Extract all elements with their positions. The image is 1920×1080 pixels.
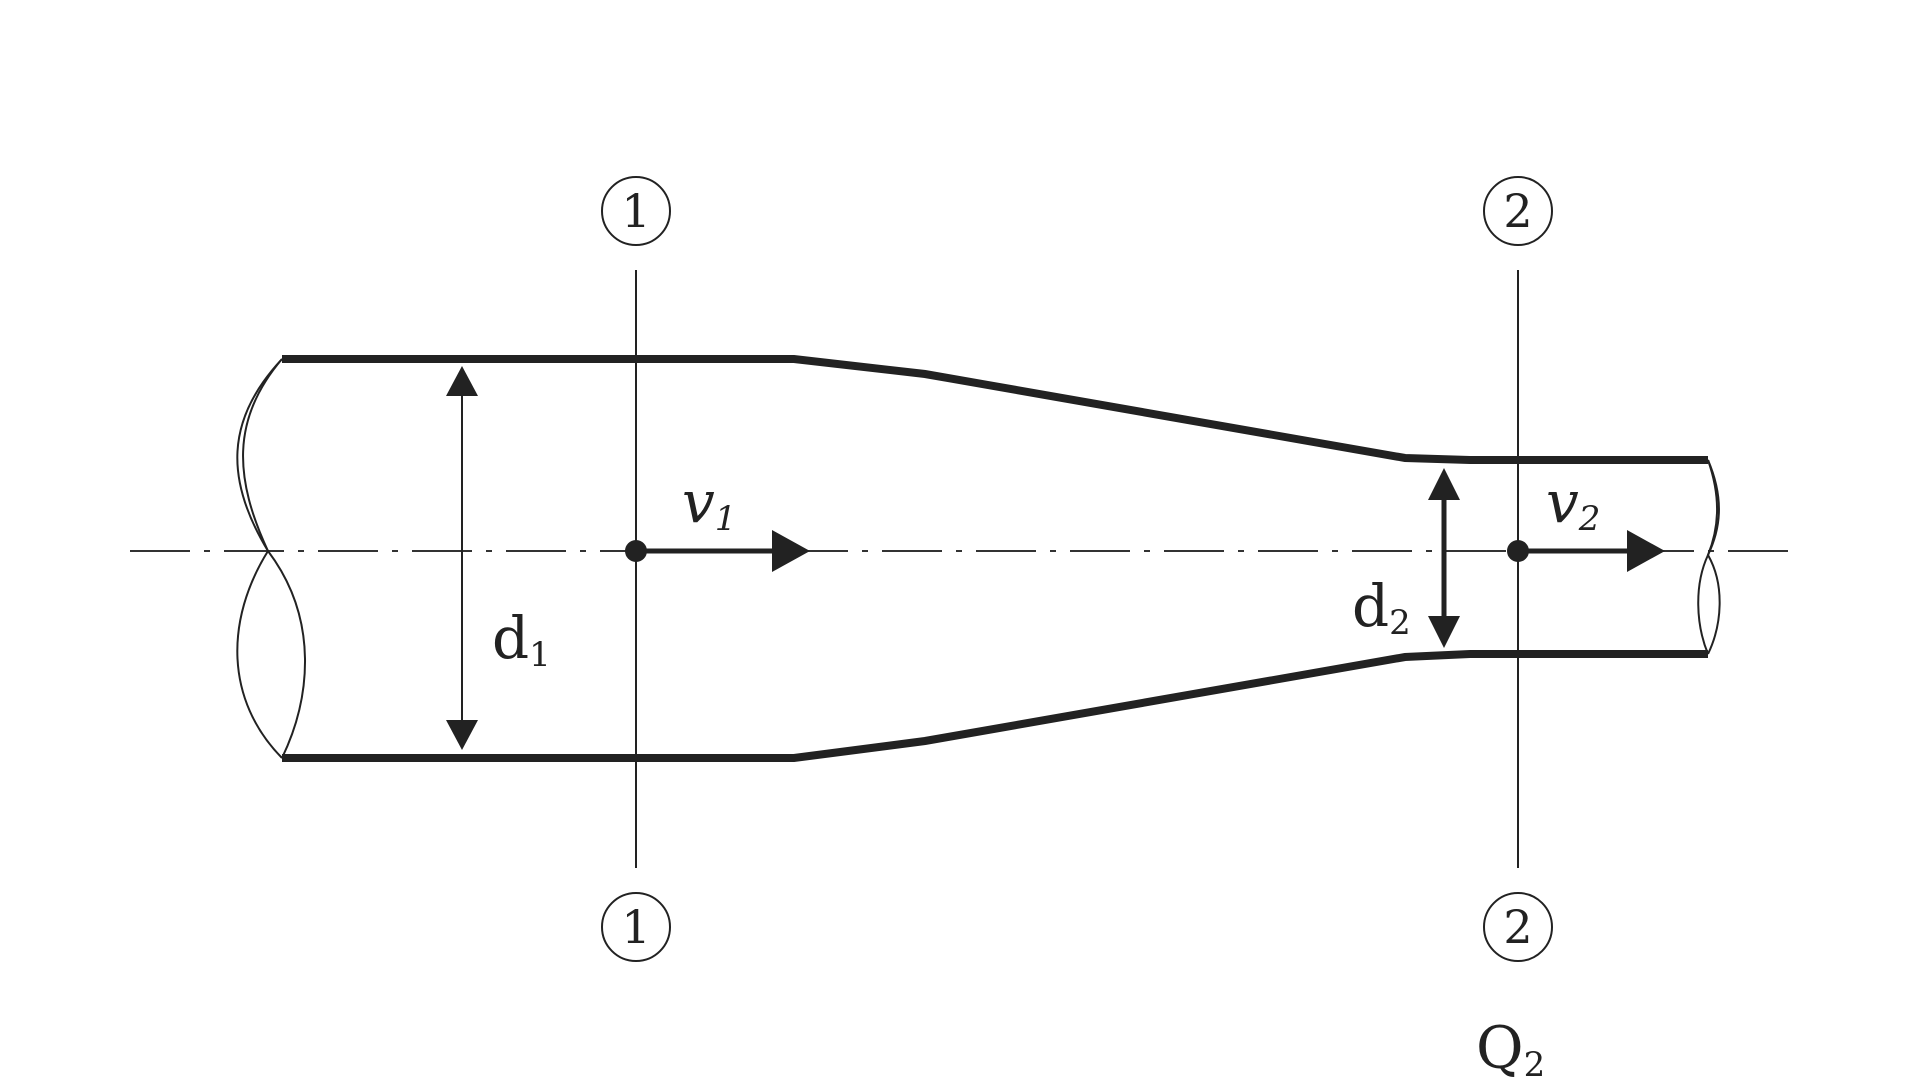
section-circle-1-bottom [601,892,671,962]
section-circle-2-top [1483,176,1553,246]
v2-arrow-head [1627,530,1665,572]
section-label-1-bottom: 1 [621,900,650,954]
section-circle-1-top [601,176,671,246]
d1-label: d1 [492,604,551,675]
section-label-2-bottom: 2 [1503,900,1532,954]
d2-arrow-down [1428,616,1460,648]
left-break-symbol-inner [242,358,306,759]
section-label-1-top: 1 [621,184,650,238]
pipe-lower-wall [282,650,1708,762]
section-label-2-top: 2 [1503,184,1532,238]
left-break-symbol [236,358,283,759]
section-circle-2-bottom [1483,892,1553,962]
right-break-symbol-inner [1706,459,1721,655]
v1-label: v1 [682,468,736,539]
d1-arrow-up [446,366,478,396]
v2-label: v2 [1546,468,1600,539]
v1-arrow-head [772,530,810,572]
d2-arrow-up [1428,468,1460,500]
d2-label: d2 [1352,572,1411,643]
right-break-symbol [1697,459,1718,655]
q2-label: Q2 [1476,1014,1545,1080]
d1-arrow-down [446,720,478,750]
pipe-upper-wall [282,355,1708,464]
